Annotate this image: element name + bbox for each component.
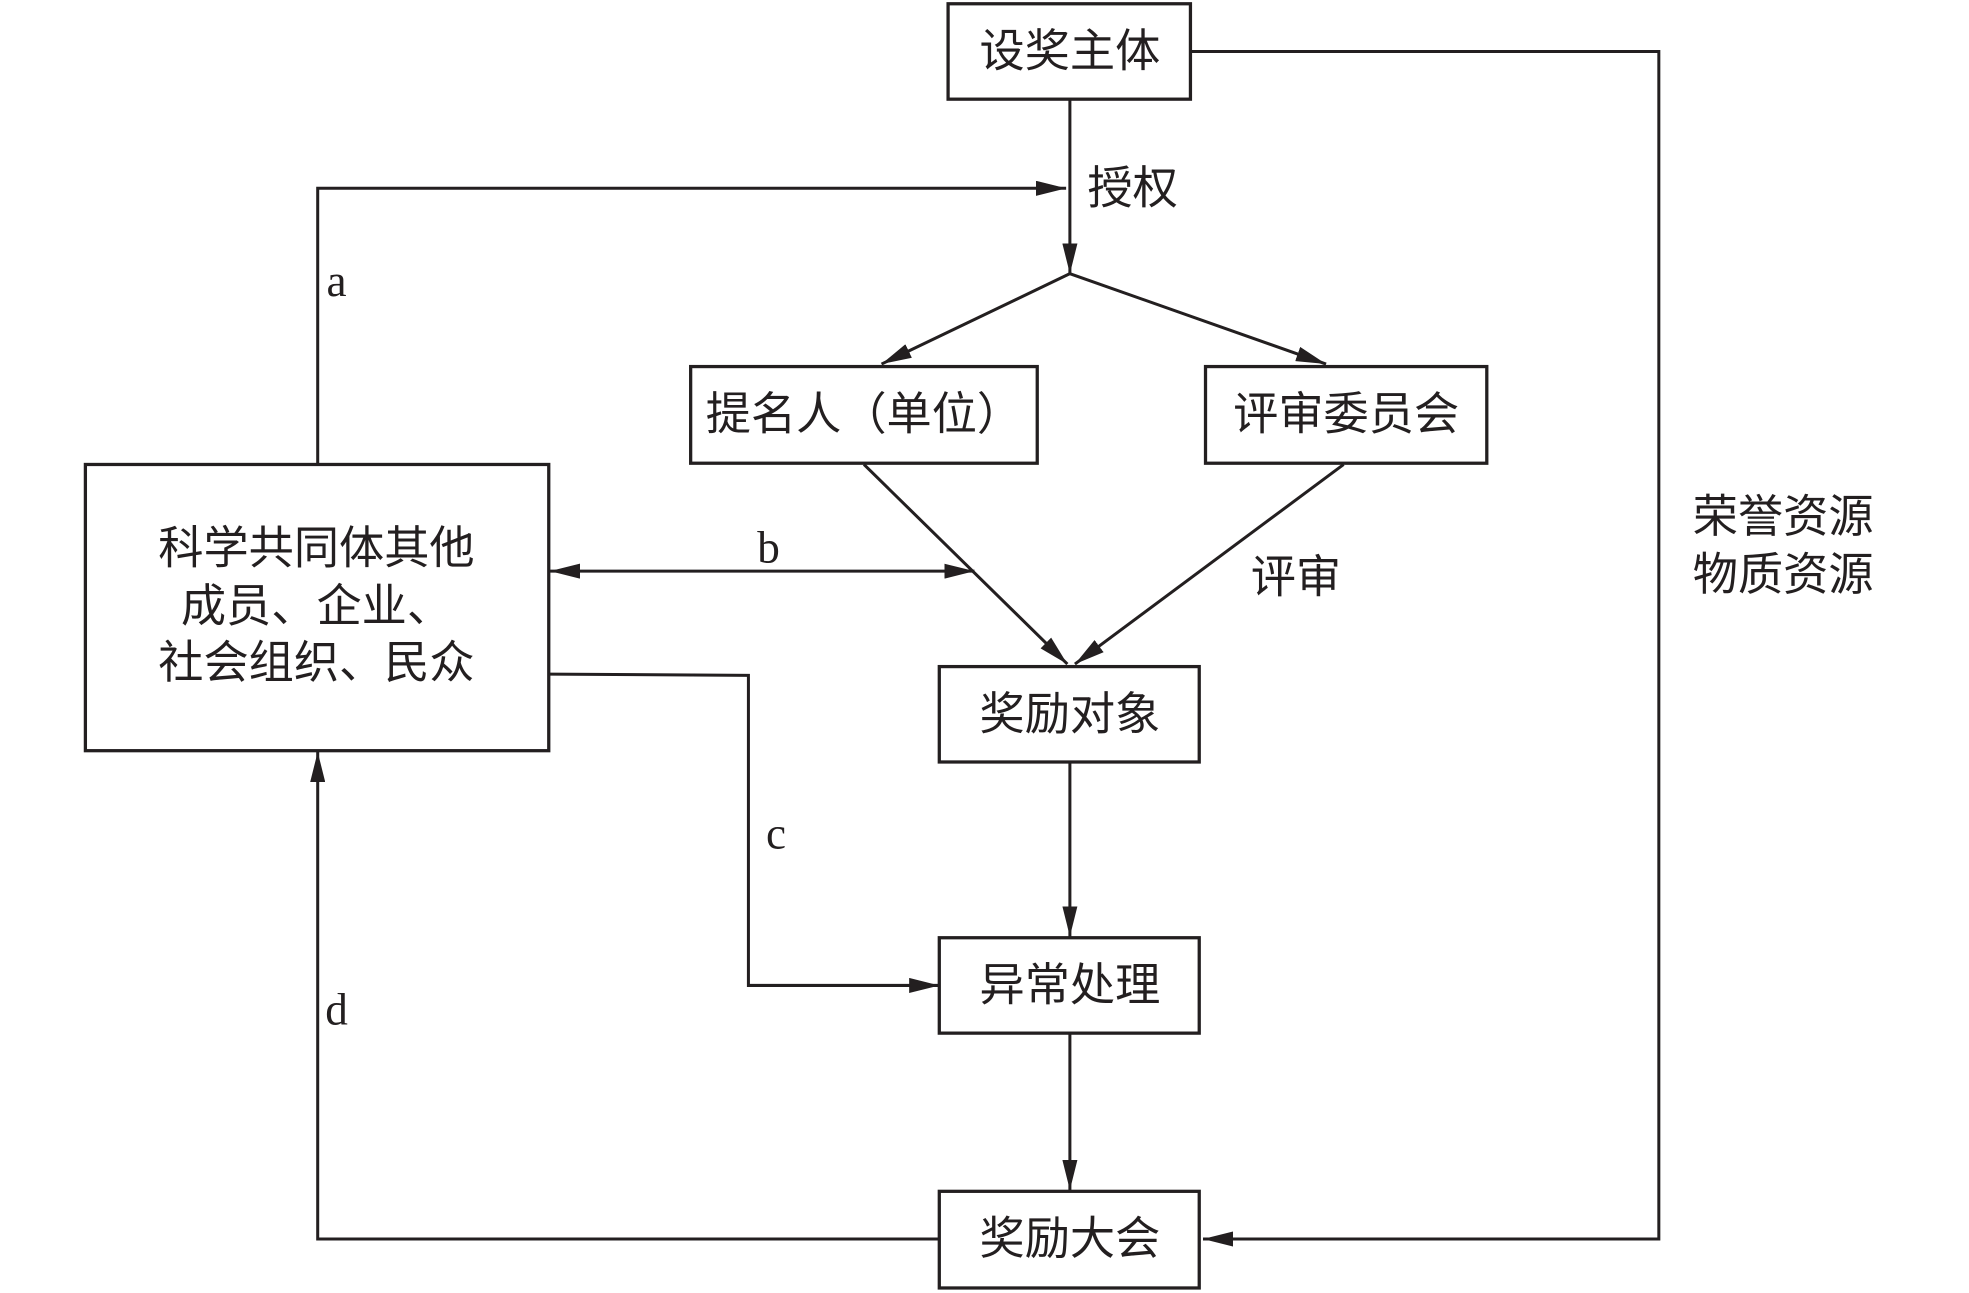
node-community: 科学共同体其他 成员、企业、 社会组织、民众 <box>83 462 551 753</box>
node-award-sponsor-label: 设奖主体 <box>980 26 1161 76</box>
edge-sponsor-resources-to-ceremony <box>1190 49 1661 1247</box>
node-review-committee: 评审委员会 <box>1203 364 1489 465</box>
resource-label-honor: 荣誉资源 <box>1693 492 1874 542</box>
edge-a-community-to-authorize <box>316 180 1067 465</box>
node-exception-handling-label: 异常处理 <box>980 960 1161 1010</box>
node-award-recipient-label: 奖励对象 <box>980 689 1161 739</box>
edge-committee-to-recipient <box>1074 463 1345 666</box>
edge-label-b: b <box>757 522 780 572</box>
node-community-label-line-1: 科学共同体其他 <box>158 524 474 574</box>
edge-d-ceremony-to-community <box>310 751 940 1241</box>
node-award-ceremony-label: 奖励大会 <box>980 1214 1161 1264</box>
edge-label-c: c <box>766 809 786 859</box>
edge-authorize-to-nominator <box>880 272 1071 366</box>
edge-label-authorize: 授权 <box>1087 163 1177 213</box>
edge-nominator-to-recipient <box>862 463 1069 666</box>
edge-label-d: d <box>325 984 348 1034</box>
edge-label-a: a <box>327 256 347 306</box>
node-nominator-label: 提名人（单位） <box>706 389 1022 439</box>
node-nominator: 提名人（单位） <box>689 364 1039 465</box>
node-award-recipient: 奖励对象 <box>937 664 1201 764</box>
node-community-label-line-2: 成员、企业、 <box>181 581 452 631</box>
resource-label-material: 物质资源 <box>1693 550 1874 600</box>
edge-authorize-to-committee <box>1069 272 1327 366</box>
node-review-committee-label: 评审委员会 <box>1233 389 1459 439</box>
edge-c-community-to-exception <box>550 672 940 993</box>
node-award-ceremony: 奖励大会 <box>937 1189 1201 1290</box>
node-exception-handling: 异常处理 <box>937 936 1201 1035</box>
node-community-label-line-3: 社会组织、民众 <box>158 638 474 688</box>
edge-label-review: 评审 <box>1251 552 1341 602</box>
node-award-sponsor: 设奖主体 <box>946 2 1193 101</box>
